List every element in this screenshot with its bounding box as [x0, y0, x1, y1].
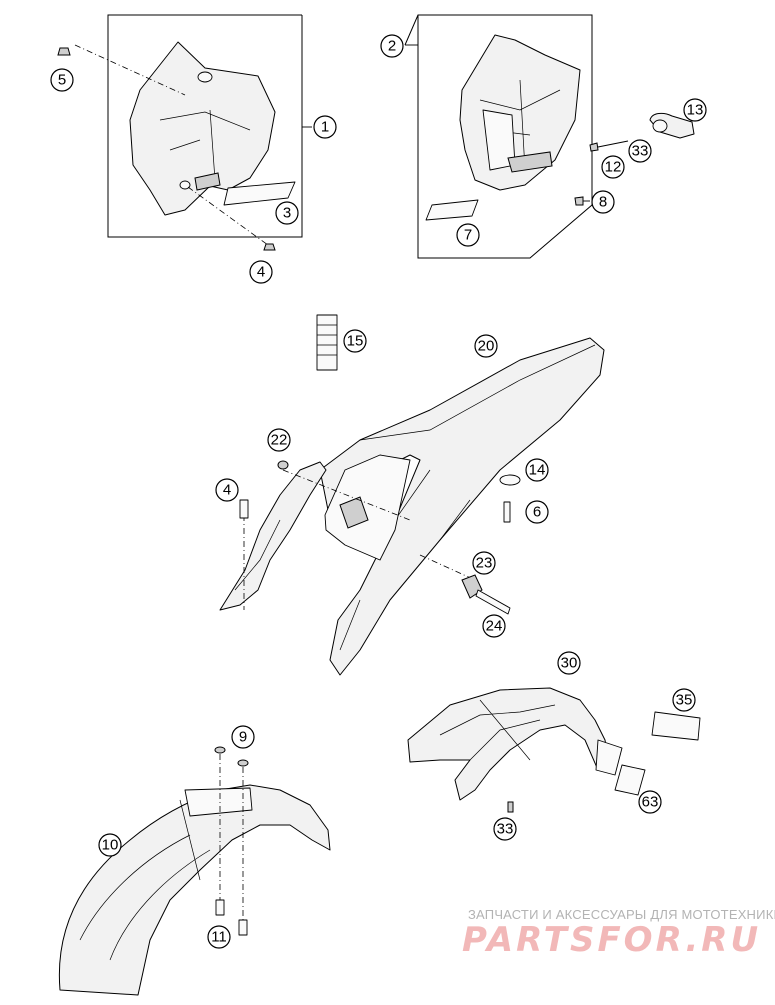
- callout-label: 4: [257, 264, 265, 281]
- callout-c35: 35: [672, 688, 696, 712]
- callout-label: 33: [497, 821, 514, 838]
- callout-c2: 2: [380, 34, 404, 58]
- callout-c33b: 33: [493, 817, 517, 841]
- callout-c23: 23: [472, 551, 496, 575]
- front-fender-group: [58, 746, 331, 996]
- callout-label: 4: [223, 482, 231, 499]
- callout-c30: 30: [557, 651, 581, 675]
- callout-c4b: 4: [215, 478, 239, 502]
- callout-c24: 24: [482, 614, 506, 638]
- callout-label: 5: [58, 72, 66, 89]
- watermark-tagline: ЗАПЧАСТИ И АКСЕССУАРЫ ДЛЯ МОТОТЕХНИКИ: [468, 907, 775, 922]
- callout-c1: 1: [313, 115, 337, 139]
- callout-label: 33: [632, 143, 649, 160]
- callout-label: 30: [561, 655, 578, 672]
- callout-label: 35: [676, 692, 693, 709]
- callout-label: 15: [347, 333, 364, 350]
- callout-label: 1: [321, 119, 329, 136]
- callout-c63: 63: [638, 790, 662, 814]
- number-plate-group-1: [57, 14, 312, 251]
- watermark-logo: PARTSFOR.RU: [462, 920, 762, 960]
- callout-label: 12: [605, 159, 622, 176]
- callout-label: 10: [102, 837, 119, 854]
- callout-c14: 14: [525, 458, 549, 482]
- callout-c22: 22: [267, 428, 291, 452]
- callout-label: 2: [388, 38, 396, 55]
- callout-label: 20: [478, 338, 495, 355]
- callout-c6: 6: [525, 500, 549, 524]
- callout-c33a: 33: [628, 139, 652, 163]
- callout-c13: 13: [683, 98, 707, 122]
- callout-c10: 10: [98, 833, 122, 857]
- callout-label: 13: [687, 102, 704, 119]
- callout-c3: 3: [275, 201, 299, 225]
- rear-fender-group: [219, 314, 605, 676]
- callout-label: 6: [533, 504, 541, 521]
- callout-label: 63: [642, 794, 659, 811]
- callout-c11: 11: [207, 925, 231, 949]
- callout-label: 14: [529, 462, 546, 479]
- callout-c7: 7: [456, 223, 480, 247]
- callout-label: 7: [464, 227, 472, 244]
- callout-label: 22: [271, 432, 288, 449]
- callout-c5: 5: [50, 68, 74, 92]
- callout-label: 8: [599, 194, 607, 211]
- callout-label: 11: [211, 929, 227, 946]
- callout-c4a: 4: [249, 260, 273, 284]
- callout-label: 3: [283, 205, 291, 222]
- headlight-bracket: [649, 112, 695, 139]
- callout-c9: 9: [231, 725, 255, 749]
- callout-c15: 15: [343, 329, 367, 353]
- callout-label: 23: [476, 555, 493, 572]
- callout-c12: 12: [601, 155, 625, 179]
- callout-label: 9: [239, 729, 247, 746]
- callout-label: 24: [486, 618, 503, 635]
- callout-c8: 8: [591, 190, 615, 214]
- callout-c20: 20: [474, 334, 498, 358]
- rear-fender-alt-group: [407, 687, 701, 813]
- number-plate-group-2: [404, 14, 695, 259]
